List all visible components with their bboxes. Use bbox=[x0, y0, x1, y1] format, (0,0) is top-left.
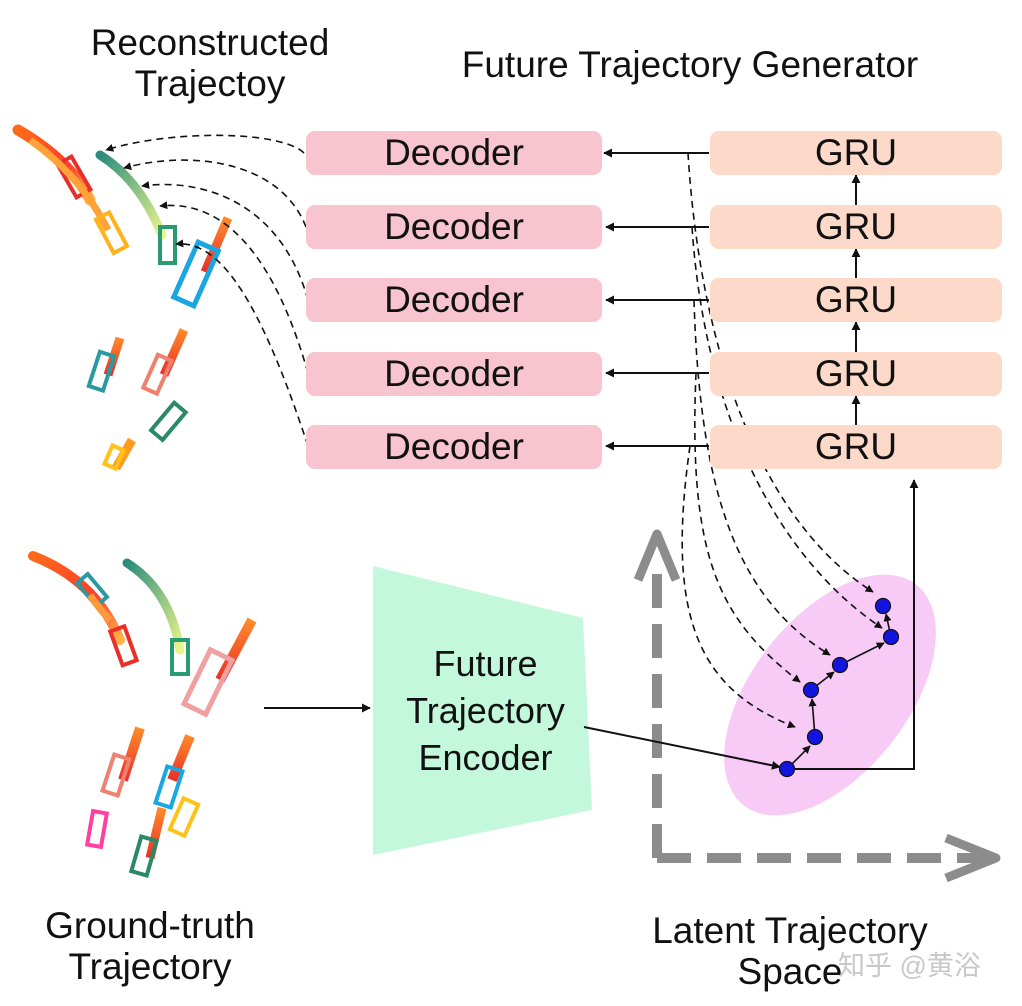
latent-chain bbox=[778, 597, 900, 778]
ground-truth-scene bbox=[28, 551, 257, 878]
generator-title: Future Trajectory Generator bbox=[461, 44, 919, 85]
gru-box-2: GRU bbox=[710, 205, 1002, 249]
latent-space-title-line1: Latent Trajectory bbox=[652, 910, 928, 951]
reconstructed-title-line1: Reconstructed bbox=[90, 22, 330, 63]
encoder-label-line2: Trajectory bbox=[406, 690, 565, 732]
ground-truth-title-line1: Ground-truth bbox=[45, 905, 255, 946]
ground-truth-title-line2: Trajectory bbox=[68, 946, 232, 988]
ground-truth-title: Ground-truth Trajectory bbox=[5, 905, 295, 988]
gru-box-4: GRU bbox=[710, 352, 1002, 396]
reconstructed-title-line2: Trajectoy bbox=[134, 63, 286, 105]
encoder-label-line3: Encoder bbox=[418, 737, 553, 779]
decoder-box-2: Decoder bbox=[306, 205, 602, 249]
gru-box-1: GRU bbox=[710, 131, 1002, 175]
gru-box-3: GRU bbox=[710, 278, 1002, 322]
latent-space-title-line2: Space bbox=[737, 951, 843, 993]
latent-point bbox=[806, 728, 824, 746]
encoder-label-line1: Future bbox=[433, 643, 538, 684]
future-trajectory-encoder-shape bbox=[373, 566, 592, 855]
decoder-box-5: Decoder bbox=[306, 425, 602, 469]
gru-box-5: GRU bbox=[710, 425, 1002, 469]
latent-to-decoder-links bbox=[681, 152, 883, 729]
reconstructed-scene bbox=[12, 124, 233, 472]
latent-axes bbox=[633, 529, 1001, 883]
decoder-box-3: Decoder bbox=[306, 278, 602, 322]
latent-point bbox=[882, 628, 900, 646]
decoder-box-4: Decoder bbox=[306, 352, 602, 396]
latent-point bbox=[831, 656, 849, 674]
watermark: 知乎 @黄浴 bbox=[838, 951, 981, 981]
encoder-label: Future Trajectory Encoder bbox=[378, 640, 593, 781]
decoder-to-reconstruction-links bbox=[105, 134, 309, 447]
decoder-box-1: Decoder bbox=[306, 131, 602, 175]
latent-space-title: Latent Trajectory Space bbox=[620, 910, 960, 993]
latent-point bbox=[802, 681, 820, 699]
gru-to-decoder-arrows bbox=[603, 148, 709, 451]
latent-distribution bbox=[724, 574, 936, 816]
latent-point bbox=[874, 597, 892, 615]
reconstructed-title: Reconstructed Trajectoy bbox=[55, 22, 365, 105]
latent-point bbox=[778, 760, 796, 778]
